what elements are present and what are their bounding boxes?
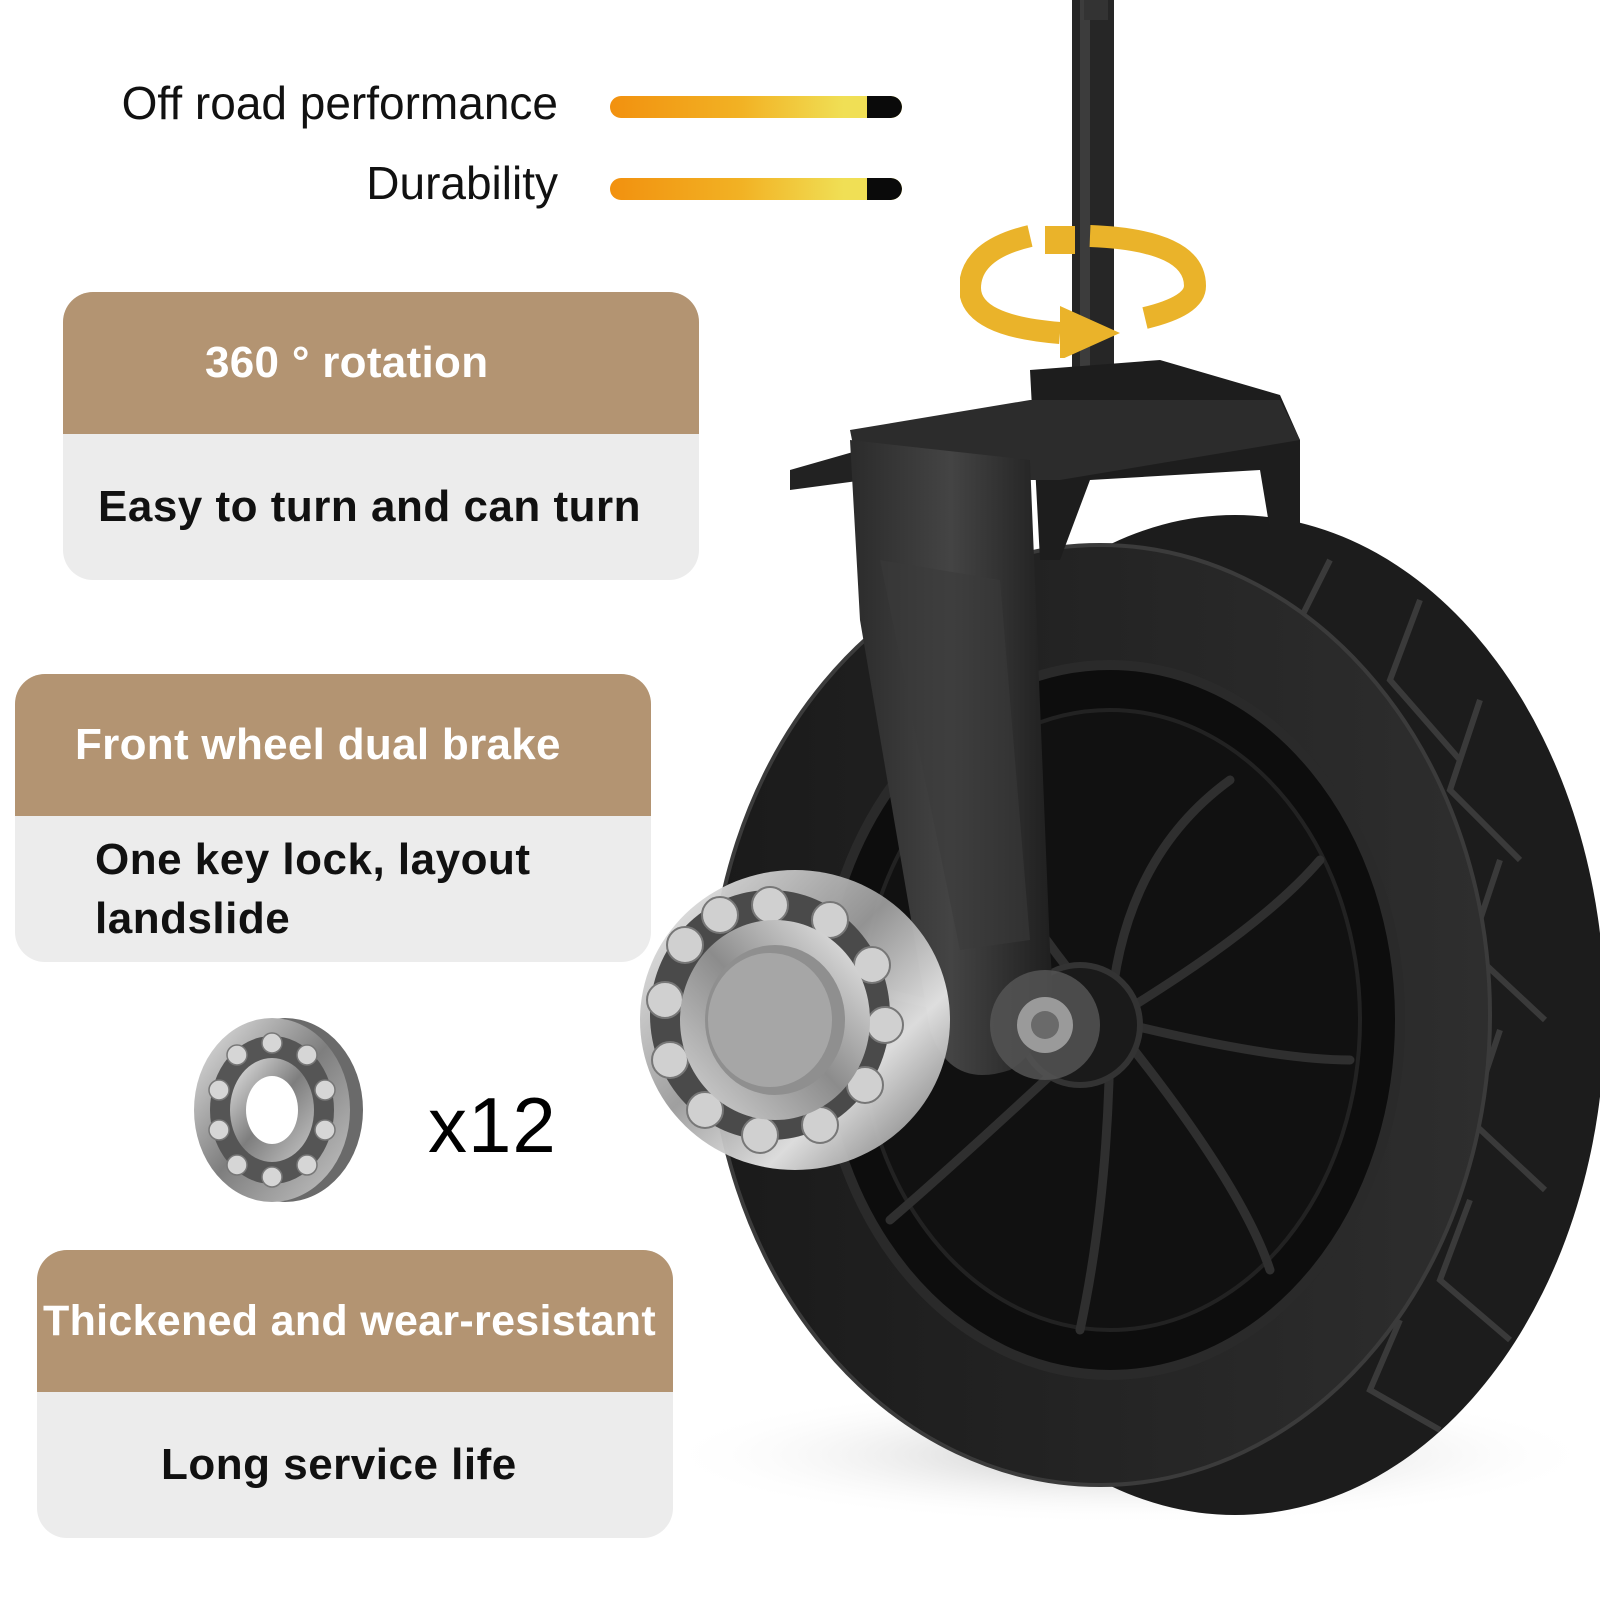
rating-bar-remainder [866,96,902,118]
feature-description: One key lock, layout landslide [15,816,651,962]
rating-label: Durability [366,157,558,209]
rating-bar-remainder [866,178,902,200]
feature-title: Front wheel dual brake [15,674,651,816]
feature-card-wear: Thickened and wear-resistant Long servic… [37,1250,673,1538]
feature-description-text: Easy to turn and can turn [98,482,642,532]
feature-description: Long service life [37,1392,673,1538]
feature-description-line: One key lock, layout [95,834,531,884]
bearing-icon [194,1018,363,1202]
rotation-arrow-icon [960,225,1207,358]
feature-title: 360 ° rotation [63,292,699,434]
feature-card-rotation: 360 ° rotation Easy to turn and can turn [63,292,699,580]
rating-bar [610,178,902,200]
rating-label: Off road performance [121,77,558,129]
feature-card-brake: Front wheel dual brake One key lock, lay… [15,674,651,962]
bearing-count: x12 [428,1081,557,1169]
feature-description: Easy to turn and can turn [63,434,699,580]
feature-description-line: landslide [95,894,291,943]
rating-bar [610,96,902,118]
feature-description-text: Long service life [161,1440,517,1490]
feature-title-text: Thickened and wear-resistant [43,1296,656,1345]
feature-title: Thickened and wear-resistant [37,1250,673,1392]
feature-title-text: Front wheel dual brake [75,720,561,769]
feature-title-text: 360 ° rotation [205,338,489,387]
